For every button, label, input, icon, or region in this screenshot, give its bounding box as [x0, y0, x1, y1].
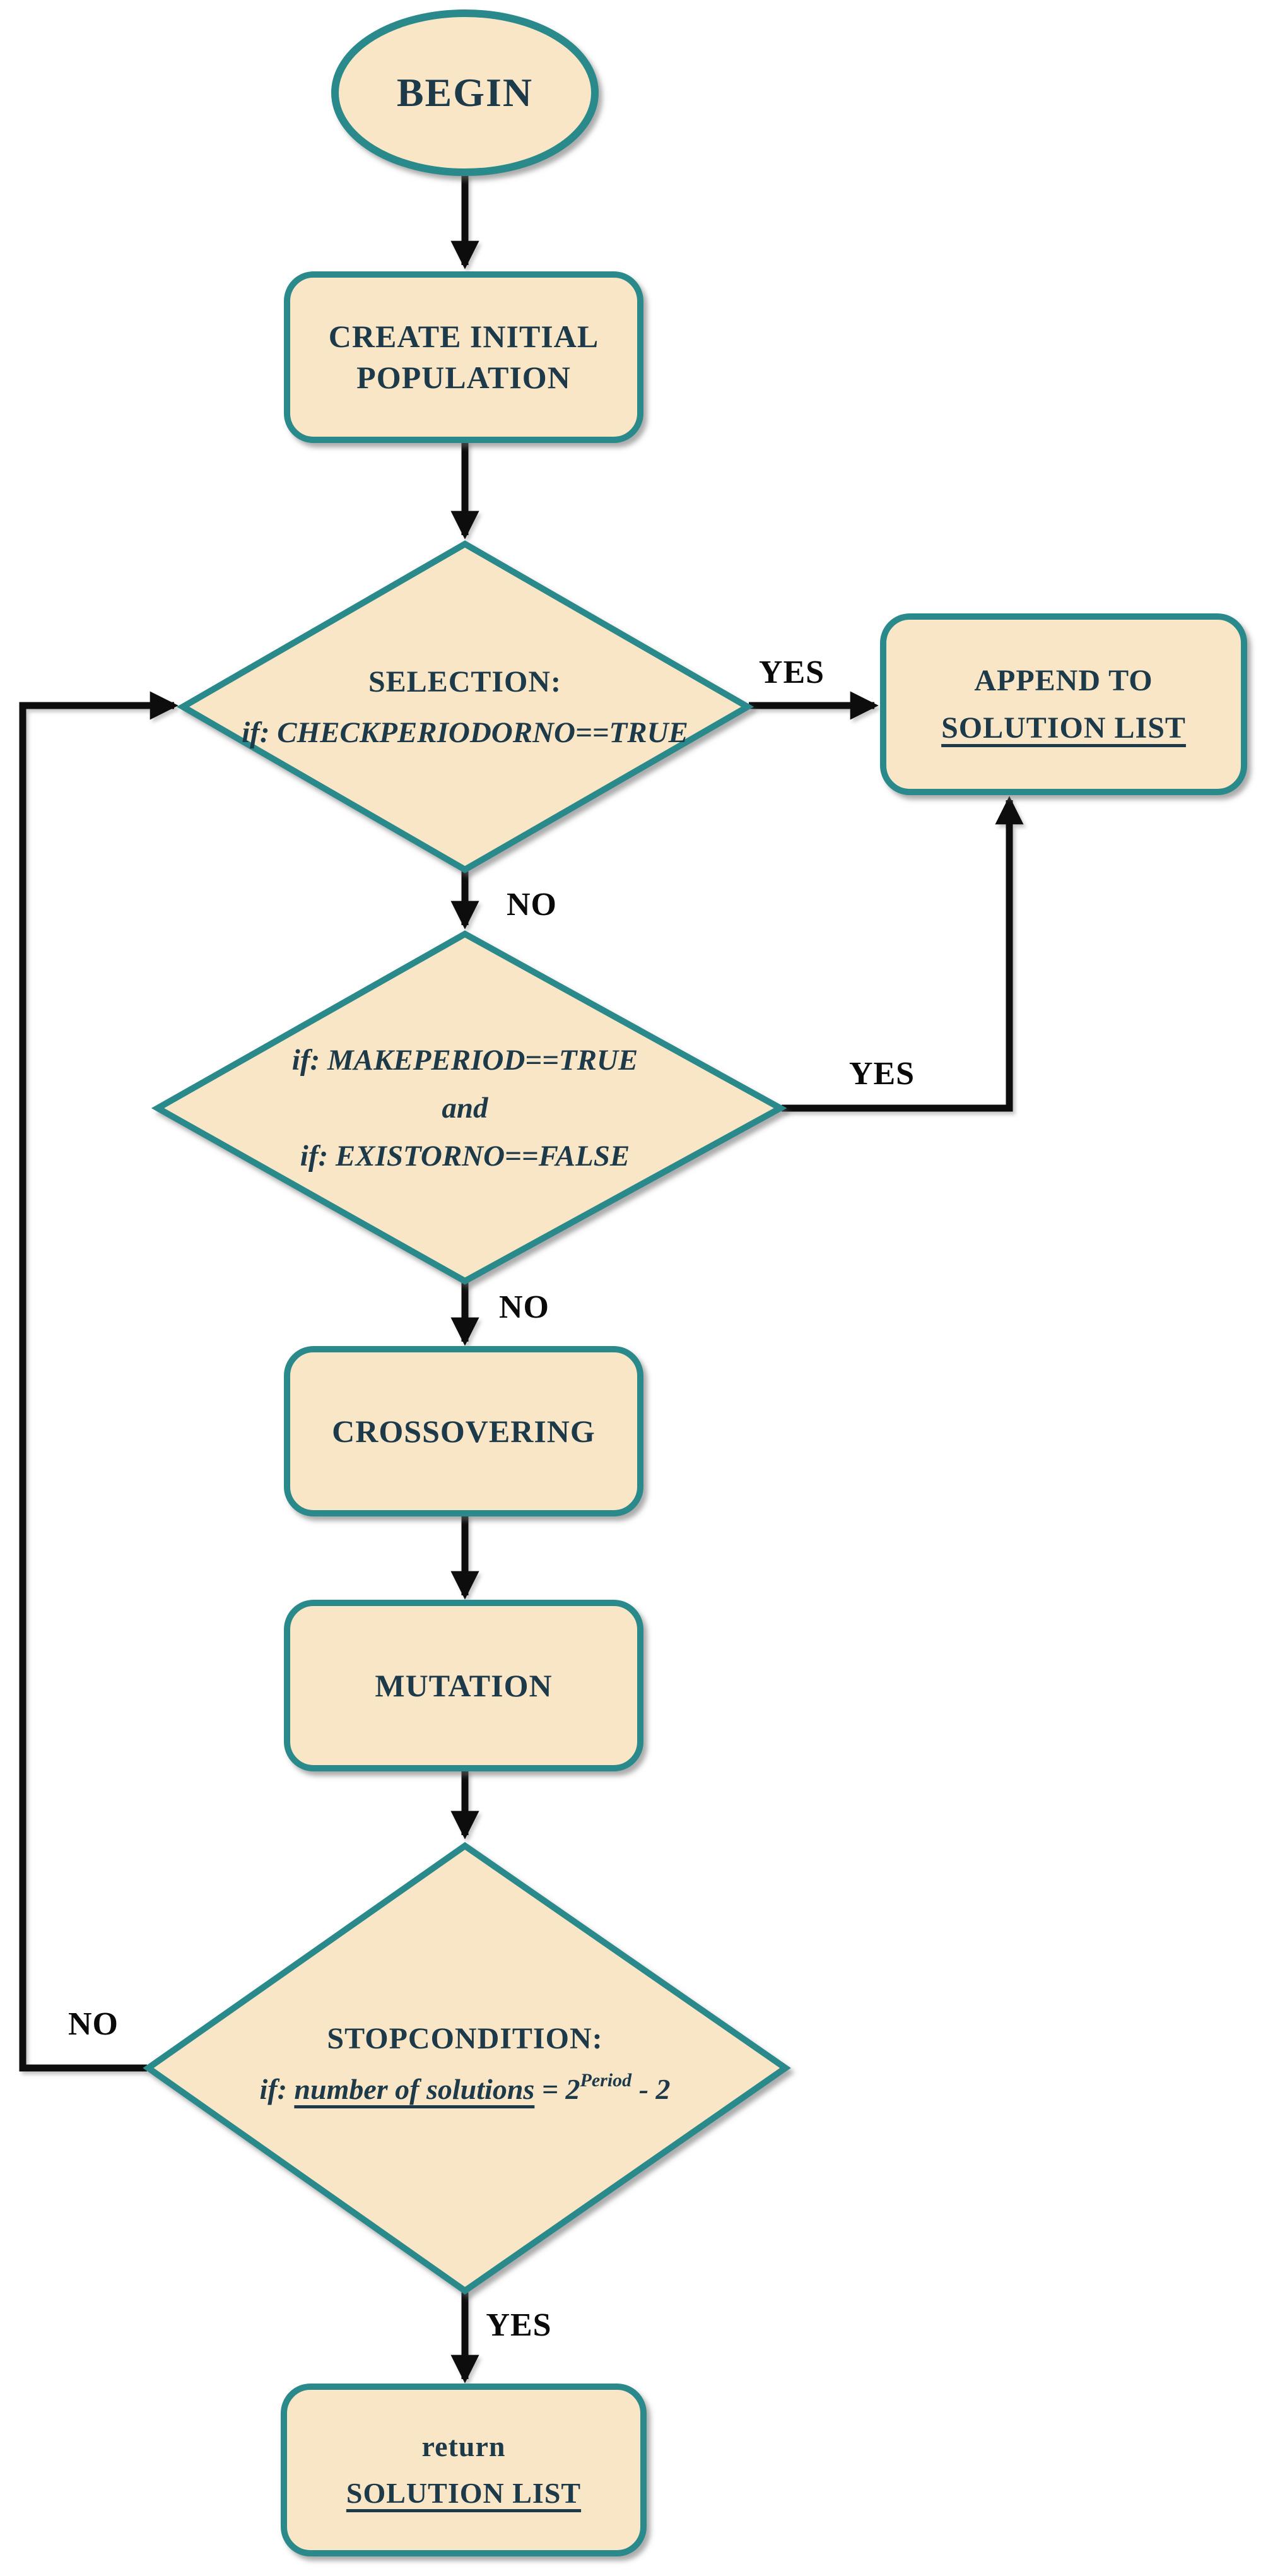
append-solution-line2: SOLUTION LIST	[941, 711, 1186, 745]
crossovering-label: CROSSOVERING	[332, 1413, 596, 1449]
create-population-line1: CREATE INITIAL	[328, 319, 599, 354]
begin-label: BEGIN	[396, 70, 534, 115]
stopcondition-cond-equals: = 2	[534, 2073, 580, 2105]
append-solution-shape	[880, 613, 1247, 795]
selection-decision-shape	[176, 540, 754, 873]
return-solution-shape	[281, 2384, 647, 2556]
stopcondition-cond-underlined: number of solutions	[294, 2073, 535, 2105]
crossovering-shape	[284, 1346, 643, 1516]
stopcondition-cond-suffix: - 2	[631, 2073, 671, 2105]
period-no-label: NO	[499, 1289, 549, 1325]
stopcondition-decision-shape	[143, 1841, 791, 2295]
mutation-shape	[284, 1600, 643, 1771]
period-check-line3: if: EXISTORNO==FALSE	[300, 1140, 630, 1173]
edge-stop-no-loop	[19, 691, 179, 2072]
stopcondition-condition: if: number of solutions = 2Period - 2	[259, 2070, 670, 2106]
return-solution-label: return SOLUTION LIST	[284, 2387, 643, 2553]
stopcondition-title: STOPCONDITION:	[327, 2022, 603, 2055]
create-population-shape	[284, 271, 643, 443]
selection-yes-label: YES	[758, 654, 825, 690]
append-solution-line1: APPEND TO	[974, 664, 1153, 697]
period-check-line1: if: MAKEPERIOD==TRUE	[291, 1043, 638, 1077]
mutation-label: MUTATION	[375, 1667, 553, 1703]
selection-no-label: NO	[507, 887, 557, 923]
stop-yes-label: YES	[486, 2307, 552, 2343]
append-solution-label: APPEND TO SOLUTION LIST	[883, 617, 1244, 792]
period-check-decision-shape	[151, 930, 787, 1285]
stopcondition-cond-prefix: if:	[259, 2073, 295, 2105]
return-solution-line2: SOLUTION LIST	[346, 2477, 582, 2509]
create-population-line2: POPULATION	[356, 360, 571, 395]
stop-no-label: NO	[68, 2006, 119, 2042]
period-yes-label: YES	[848, 1056, 915, 1092]
stopcondition-label: STOPCONDITION: if: number of solutions =…	[181, 1997, 749, 2130]
period-check-line2: and	[442, 1091, 488, 1125]
edge-period-yes	[782, 796, 1024, 1112]
return-solution-line1: return	[421, 2430, 506, 2463]
selection-condition: if: CHECKPERIODORNO==TRUE	[242, 716, 688, 749]
selection-title: SELECTION:	[368, 665, 562, 699]
begin-terminator-shape	[331, 9, 599, 176]
period-check-label: if: MAKEPERIOD==TRUE and if: EXISTORNO==…	[181, 1021, 749, 1195]
create-population-label: CREATE INITIAL POPULATION	[287, 275, 640, 440]
stopcondition-cond-exponent: Period	[580, 2070, 632, 2091]
selection-decision-label: SELECTION: if: CHECKPERIODORNO==TRUE	[213, 636, 717, 777]
